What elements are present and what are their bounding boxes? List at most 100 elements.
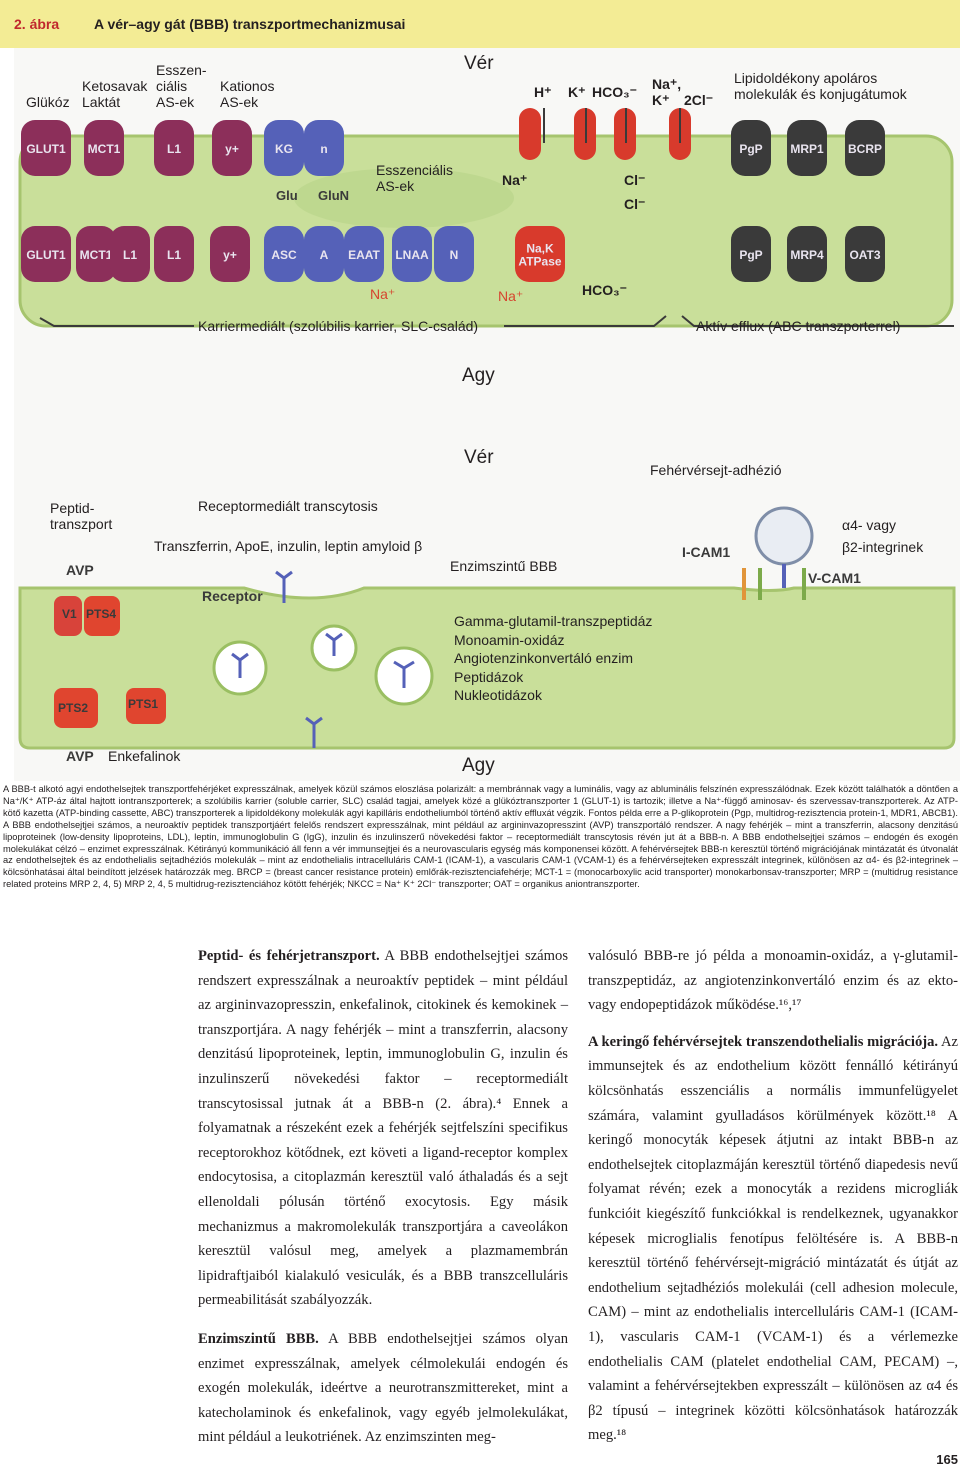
heading-peptide-transport: Peptid- és fehérjetranszport. <box>198 948 380 964</box>
transporter-label: EAAT <box>348 248 380 262</box>
receptor-label: Receptor <box>202 588 263 604</box>
transporter-l1 <box>154 226 194 282</box>
na-inner-ion: Na⁺ <box>502 172 528 188</box>
esszencialis-as-label: Esszen- ciális AS-ek <box>156 62 207 110</box>
transporter-label: ATPase <box>518 255 561 269</box>
glukoz-label: Glükóz <box>26 94 70 110</box>
icam-label: I-CAM1 <box>682 544 731 560</box>
ketosavak-label: Ketosavak Laktát <box>82 78 148 110</box>
leukocyte-adhesion-label: Fehérvérsejt-adhézió <box>650 462 782 478</box>
na-bottom-ion-1: Na⁺ <box>370 286 396 302</box>
ion-arrows <box>543 108 681 143</box>
receptor-mediated-label: Receptormediált transcytosis <box>198 498 378 514</box>
bracket-right-label: Aktív efflux (ABC transzporterrel) <box>696 318 901 334</box>
transporter-label: A <box>320 248 329 262</box>
avp-label: AVP <box>66 562 94 578</box>
receptor-shapes <box>231 570 415 748</box>
pts2-label: PTS2 <box>58 701 89 715</box>
transporter-label: BCRP <box>848 142 882 156</box>
bracket-lines <box>39 315 954 327</box>
figure-header-bar <box>0 0 960 48</box>
transporter-label: GLUT1 <box>26 248 66 262</box>
v1-transporter <box>54 596 82 636</box>
transporter-label: L1 <box>167 142 181 156</box>
pts1-label: PTS1 <box>128 697 159 711</box>
peptide-transport-label: Peptid- transzport <box>50 500 113 532</box>
leukocyte <box>754 506 814 566</box>
transporter-mrp1 <box>787 120 827 176</box>
esszencialis-as-inner-label: Esszenciális AS-ek <box>376 162 454 194</box>
transporter-l1 <box>154 120 194 176</box>
brain-label-bottom: Agy <box>462 755 495 776</box>
paragraph-enzyme-examples: valósuló BBB-re jó példa a monoamin-oxid… <box>588 948 958 1014</box>
paragraph-peptide-transport: Peptid- és fehérjetranszport. A BBB endo… <box>198 944 568 1313</box>
enzyme-item: Peptidázok <box>454 668 524 685</box>
kationos-as-label: Kationos AS-ek <box>220 78 275 110</box>
pts4-transporter <box>84 596 120 636</box>
transporter-label: LNAA <box>395 248 429 262</box>
glu-label: Glu <box>276 188 298 203</box>
transporter-glut1 <box>21 120 71 176</box>
cell-nucleus <box>294 168 514 228</box>
transporter-mrp4 <box>787 226 827 282</box>
enzyme-item: Gamma-glutamil-transzpeptidáz <box>454 613 653 629</box>
cl-inner-ion-2: Cl⁻ <box>624 196 646 212</box>
enkephalins-label: Enkefalinok <box>108 748 181 764</box>
transporter-n <box>304 120 344 176</box>
cam-molecules <box>742 568 806 600</box>
transporter-label: OAT3 <box>849 248 880 262</box>
blood-label-top: Vér <box>464 53 494 74</box>
figure-title: A vér–agy gát (BBB) transzportmechanizmu… <box>94 16 406 32</box>
h-ion: H⁺ <box>534 84 552 100</box>
transporter-label: n <box>320 142 327 156</box>
paragraph-leukocyte-migration: A keringő fehérvérsejtek transzendotheli… <box>588 1030 958 1448</box>
avp-label-2: AVP <box>66 748 94 764</box>
transporter-label: Na,K <box>526 242 554 256</box>
2cl-ion: 2Cl⁻ <box>684 92 714 108</box>
na-k-ion: Na⁺, K⁺ <box>652 76 682 108</box>
bracket-left-label: Karriermediált (szolúbilis karrier, SLC-… <box>198 318 479 334</box>
na-channel-top <box>519 108 541 160</box>
text-peptide-transport: A BBB endothelsejtjei számos rendszert e… <box>198 948 568 1309</box>
transporter-label: L1 <box>123 248 137 262</box>
heading-enzymatic-bbb: Enzimszintű BBB. <box>198 1330 319 1347</box>
transporter-label: ASC <box>271 248 297 262</box>
transporter-glut1 <box>21 226 71 282</box>
ligands-label: Transzferrin, ApoE, inzulin, leptin amyl… <box>154 538 423 554</box>
enzymatic-bbb-label: Enzimszintű BBB <box>450 558 558 574</box>
enzyme-item: Angiotenzinkonvertáló enzim <box>454 650 633 666</box>
paragraph-enzymatic-bbb: Enzimszintű BBB. A BBB endothelsejtjei s… <box>198 1327 568 1450</box>
transporter-a <box>304 226 344 282</box>
transporter-label: L1 <box>167 248 181 262</box>
transporter-n <box>434 226 474 282</box>
transporter-na-k-atpase <box>515 226 565 282</box>
transporter-label: MCT1 <box>88 142 121 156</box>
transporter-label: KG <box>275 142 293 156</box>
transporter-label: MRP4 <box>790 248 824 262</box>
transporter-asc <box>264 226 304 282</box>
transporter-l1 <box>110 226 150 282</box>
text-leukocyte-migration: Az immunsejtek és az endothelium között … <box>588 1033 958 1444</box>
transporter-mct1 <box>84 120 124 176</box>
transporter-lnaa <box>392 226 432 282</box>
transporter-oat3 <box>845 226 885 282</box>
heading-leukocyte-migration: A keringő fehérvérsejtek transzendotheli… <box>588 1033 939 1050</box>
pts1-transporter <box>126 688 166 724</box>
pts2-transporter <box>54 688 98 728</box>
figure-caption: A BBB-t alkotó agyi endothelsejtek trans… <box>3 784 958 890</box>
transporter-label: PgP <box>739 248 762 262</box>
transporter-bcrp <box>845 120 885 176</box>
body-column-right: valósuló BBB-re jó példa a monoamin-oxid… <box>588 944 958 1448</box>
integrins-label: α4- vagy β2-integrinek <box>842 517 924 555</box>
transporter-y- <box>212 120 252 176</box>
blood-label-bottom: Vér <box>464 447 494 468</box>
enzyme-item: Nukleotidázok <box>454 687 542 703</box>
lipidoldekony-label: Lipidoldékony apoláros molekulák és konj… <box>734 70 907 102</box>
hco3-ion: HCO₃⁻ <box>592 84 637 100</box>
transporter-kg <box>264 120 304 176</box>
body-column-left: Peptid- és fehérjetranszport. A BBB endo… <box>198 944 568 1450</box>
